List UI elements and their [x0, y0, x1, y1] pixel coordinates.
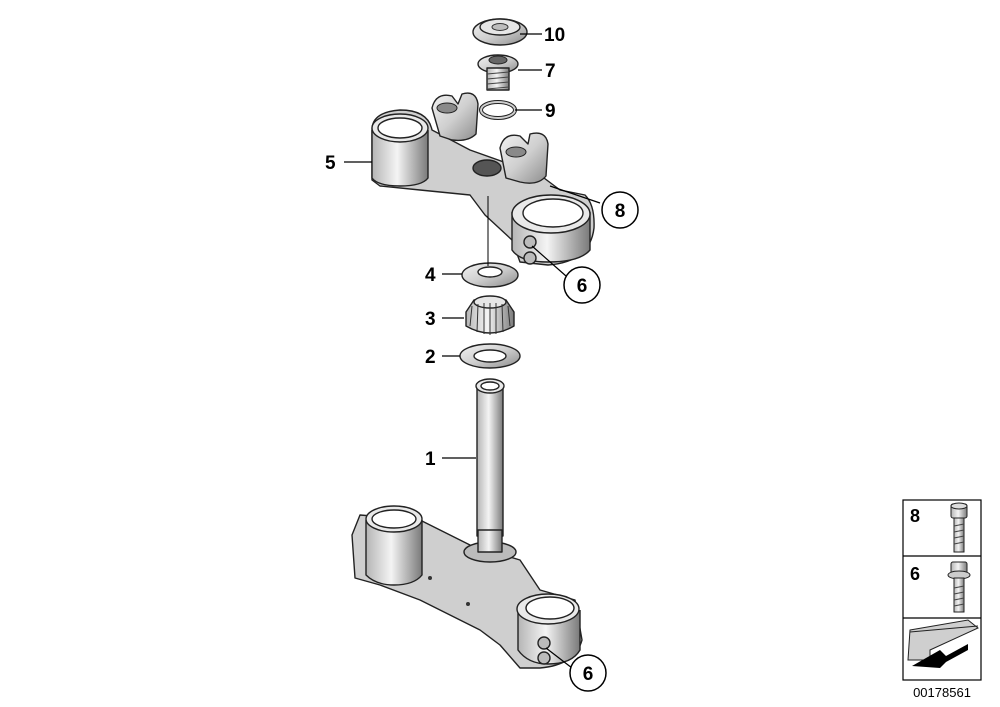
washer-part-9 — [479, 100, 517, 120]
center-bolt-part — [477, 54, 519, 91]
lower-fork-bridge-part — [351, 378, 583, 669]
callout-2: 2 — [425, 347, 436, 368]
taper-bearing-part — [465, 295, 515, 335]
flange-bolt-icon — [947, 561, 971, 613]
upper-fork-bridge-part — [371, 92, 595, 266]
legend-label-8: 8 — [910, 506, 920, 526]
callout-4: 4 — [425, 265, 436, 286]
callout-8-circle: 8 — [601, 191, 639, 229]
callout-5: 5 — [325, 153, 336, 174]
fastener-legend: 8 6 00178561 — [902, 499, 982, 700]
callout-10: 10 — [544, 25, 565, 46]
callout-6-upper-circle: 6 — [563, 266, 601, 304]
callout-6-lower-circle: 6 — [569, 654, 607, 692]
document-number: 00178561 — [913, 685, 971, 700]
callout-8: 8 — [615, 201, 626, 222]
cover-cap-part — [472, 18, 528, 46]
callout-9: 9 — [545, 101, 556, 122]
callout-6-upper: 6 — [577, 276, 588, 297]
dust-seal-part — [461, 262, 519, 288]
direction-arrow-icon — [907, 619, 979, 668]
callout-1: 1 — [425, 449, 436, 470]
callouts: 10 7 9 5 4 3 2 1 8 6 6 — [325, 25, 639, 692]
callout-3: 3 — [425, 309, 436, 330]
leader-lines — [344, 33, 601, 669]
bearing-race-part — [459, 343, 521, 369]
socket-bolt-icon — [950, 502, 968, 553]
callout-7: 7 — [545, 61, 556, 82]
legend-label-6: 6 — [910, 564, 920, 584]
callout-6-lower: 6 — [583, 664, 594, 685]
